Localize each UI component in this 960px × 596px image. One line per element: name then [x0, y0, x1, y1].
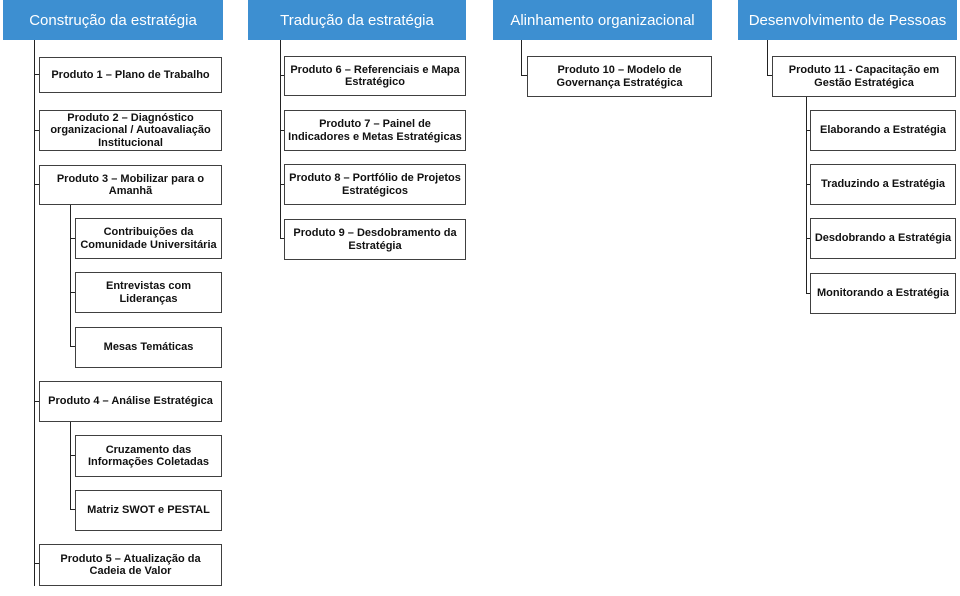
connector-line — [70, 509, 75, 510]
connector-line — [280, 75, 284, 76]
connector-line — [280, 130, 284, 131]
connector-line — [521, 75, 527, 76]
product-box-3: Produto 3 – Mobilizar para o Amanhã — [39, 165, 222, 205]
product-box-7: Produto 7 – Painel de Indicadores e Meta… — [284, 110, 466, 151]
connector-line — [70, 204, 71, 347]
connector-line — [34, 40, 35, 586]
subitem-box: Matriz SWOT e PESTAL — [75, 490, 222, 531]
connector-line — [521, 40, 522, 76]
connector-line — [34, 74, 39, 75]
connector-line — [70, 455, 75, 456]
column-header-traducao: Tradução da estratégia — [248, 0, 466, 40]
column-header-construcao: Construção da estratégia — [3, 0, 223, 40]
product-box-11: Produto 11 - Capacitação em Gestão Estra… — [772, 56, 956, 97]
product-box-10: Produto 10 – Modelo de Governança Estrat… — [527, 56, 712, 97]
connector-line — [767, 75, 772, 76]
connector-line — [34, 130, 39, 131]
subitem-box: Monitorando a Estratégia — [810, 273, 956, 314]
product-box-5: Produto 5 – Atualização da Cadeia de Val… — [39, 544, 222, 586]
product-box-8: Produto 8 – Portfólio de Projetos Estrat… — [284, 164, 466, 205]
connector-line — [34, 401, 39, 402]
connector-line — [70, 292, 75, 293]
subitem-box: Traduzindo a Estratégia — [810, 164, 956, 205]
subitem-box: Cruzamento das Informações Coletadas — [75, 435, 222, 477]
connector-line — [280, 238, 284, 239]
product-box-1: Produto 1 – Plano de Trabalho — [39, 57, 222, 93]
connector-line — [806, 184, 810, 185]
subitem-box: Desdobrando a Estratégia — [810, 218, 956, 259]
connector-line — [34, 184, 39, 185]
connector-line — [806, 238, 810, 239]
connector-line — [280, 40, 281, 239]
connector-line — [70, 238, 75, 239]
connector-line — [806, 96, 807, 294]
subitem-box: Elaborando a Estratégia — [810, 110, 956, 151]
subitem-box: Contribuições da Comunidade Universitári… — [75, 218, 222, 259]
connector-line — [70, 421, 71, 510]
product-box-9: Produto 9 – Desdobramento da Estratégia — [284, 219, 466, 260]
product-box-2: Produto 2 – Diagnóstico organizacional /… — [39, 110, 222, 151]
connector-line — [70, 346, 75, 347]
product-box-6: Produto 6 – Referenciais e Mapa Estratég… — [284, 56, 466, 96]
subitem-box: Entrevistas com Lideranças — [75, 272, 222, 313]
column-header-desenvolvimento: Desenvolvimento de Pessoas — [738, 0, 957, 40]
column-header-alinhamento: Alinhamento organizacional — [493, 0, 712, 40]
connector-line — [280, 184, 284, 185]
connector-line — [767, 40, 768, 76]
product-box-4: Produto 4 – Análise Estratégica — [39, 381, 222, 422]
subitem-box: Mesas Temáticas — [75, 327, 222, 368]
connector-line — [806, 293, 810, 294]
connector-line — [34, 563, 39, 564]
connector-line — [806, 130, 810, 131]
